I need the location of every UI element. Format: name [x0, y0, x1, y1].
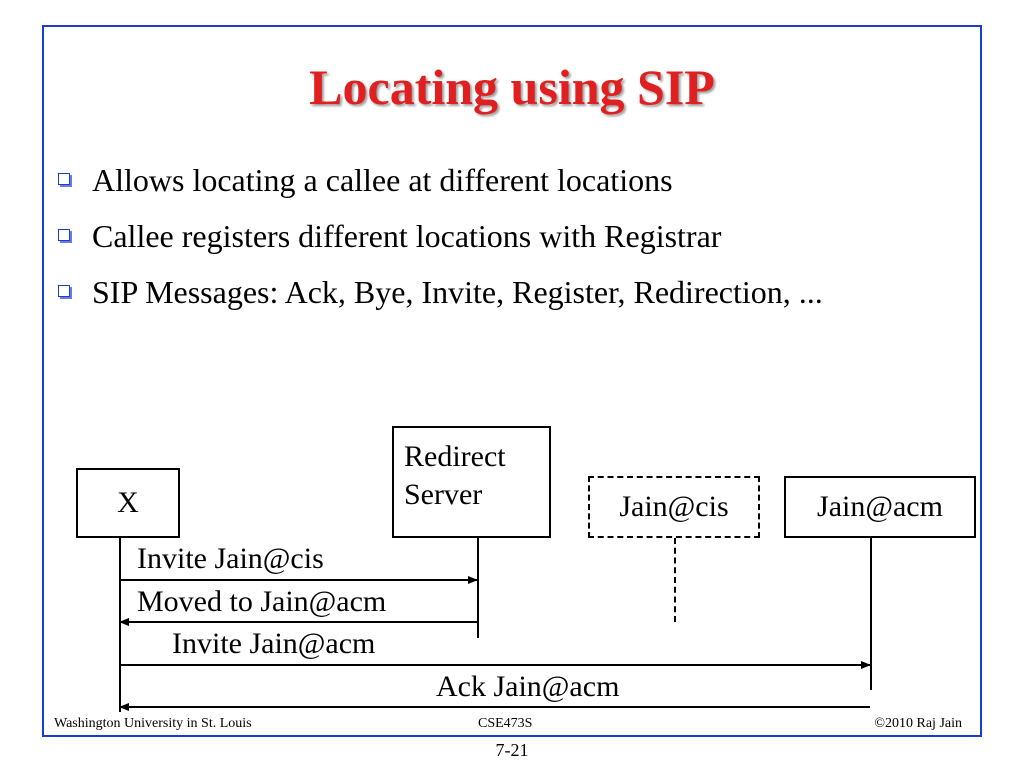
lifeline-redirect-server — [477, 538, 479, 638]
node-jain-acm-label: Jain@acm — [817, 490, 943, 523]
node-x-label: X — [117, 486, 139, 519]
square-bullet-icon — [58, 285, 70, 297]
footer-center: CSE473S — [478, 716, 533, 731]
bullet-item: Allows locating a callee at different lo… — [58, 152, 998, 208]
footer-right: ©2010 Raj Jain — [874, 716, 962, 731]
bullet-item: Callee registers different locations wit… — [58, 208, 998, 264]
node-x: X — [76, 468, 180, 538]
redirect-server-label-line2: Server — [404, 478, 483, 511]
node-redirect-server: Redirect Server — [392, 426, 551, 538]
square-bullet-icon — [58, 173, 70, 185]
node-jain-cis-label: Jain@cis — [619, 490, 729, 523]
bullet-text: Allows locating a callee at different lo… — [92, 162, 673, 198]
footer-left: Washington University in St. Louis — [54, 716, 252, 731]
bullet-text: SIP Messages: Ack, Bye, Invite, Register… — [92, 274, 823, 310]
message-label: Moved to Jain@acm — [137, 585, 387, 618]
lifeline-jain-acm — [870, 538, 872, 690]
bullet-list: Allows locating a callee at different lo… — [58, 152, 998, 320]
message-label: Invite Jain@cis — [137, 542, 324, 575]
page-number: 7-21 — [495, 740, 529, 760]
lifeline-jain-cis — [674, 538, 676, 622]
bullet-item: SIP Messages: Ack, Bye, Invite, Register… — [58, 264, 998, 320]
square-bullet-icon — [58, 229, 70, 241]
message-label: Ack Jain@acm — [436, 670, 620, 703]
slide-frame — [42, 25, 982, 737]
slide-title: Locating using SIP — [309, 59, 715, 115]
message-label: Invite Jain@acm — [172, 627, 376, 660]
node-jain-cis: Jain@cis — [588, 476, 760, 538]
node-jain-acm: Jain@acm — [784, 476, 976, 538]
redirect-server-label-line1: Redirect — [404, 440, 506, 473]
bullet-text: Callee registers different locations wit… — [92, 218, 722, 254]
